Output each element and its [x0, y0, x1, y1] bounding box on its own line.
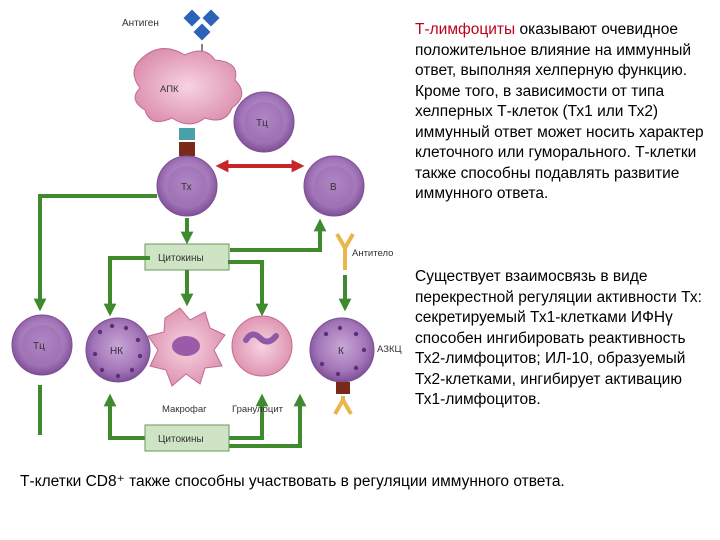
granulocyte-cell: Гранулоцит [231, 315, 293, 415]
antibody-label: Антитело [352, 248, 393, 259]
cytokines-top-label: Цитокины [158, 253, 204, 264]
b-cell: В [303, 155, 365, 217]
antigen-label-top: Антиген [122, 18, 159, 29]
cytokines-box-top: Цитокины [144, 243, 230, 271]
paragraph-t-lymphocytes: Т-лимфоциты оказывают очевидное положите… [415, 20, 715, 205]
paragraph-cross-regulation: Существует взаимосвязь в виде перекрестн… [415, 268, 702, 408]
green-arrows [33, 194, 352, 448]
nk-cell: НК [85, 317, 151, 383]
cytokines-box-bottom: Цитокины [144, 424, 230, 452]
nk-label: НК [110, 346, 123, 357]
tc-cell-left: Тц [11, 314, 73, 376]
k-cell: К АЗКЦ [309, 317, 402, 383]
antibody-icon-bottom [333, 395, 353, 415]
macrophage-label: Макрофаг [162, 404, 207, 415]
footer-text: Т-клетки CD8⁺ также способны участвовать… [20, 473, 565, 490]
adcc-label: АЗКЦ [377, 344, 402, 355]
para1-highlight: Т-лимфоциты [415, 21, 516, 38]
para1-body: оказывают очевидное положительное влияни… [415, 21, 704, 202]
cytokines-bottom-label: Цитокины [158, 434, 204, 445]
macrophage-cell: Макрофаг [147, 307, 226, 415]
th-label: Тх [181, 182, 192, 193]
apc-cell: АПК [133, 48, 243, 125]
tc-top-label: Тц [256, 118, 268, 129]
k-label: К [338, 346, 344, 357]
granulocyte-label: Гранулоцит [232, 404, 284, 415]
immune-diagram: Антиген АПК Тц Тх В Цитокины Антитело [11, 9, 402, 452]
th-cell: Тх [156, 155, 218, 217]
antigen-molecules [183, 9, 220, 41]
antibody-icon: Антитело [335, 233, 393, 270]
b-label: В [330, 182, 337, 193]
tc-cell-top: Тц [233, 91, 295, 153]
tc-left-label: Тц [33, 341, 45, 352]
apc-label: АПК [160, 84, 179, 95]
